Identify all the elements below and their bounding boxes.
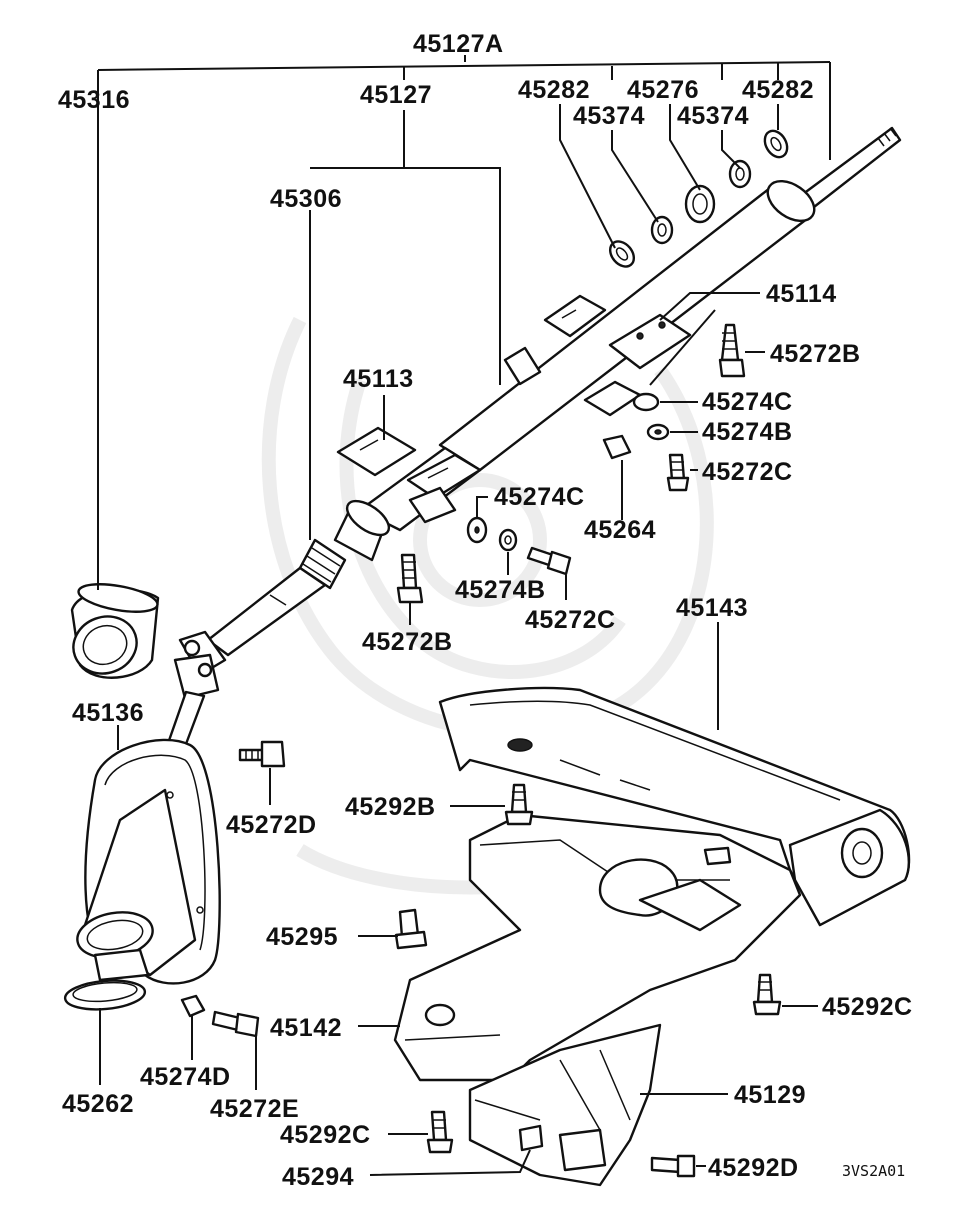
label-45374-right: 45374 xyxy=(677,102,749,130)
label-45272B-lower: 45272B xyxy=(362,628,453,656)
label-45127: 45127 xyxy=(360,81,432,109)
cover-45136 xyxy=(76,738,221,985)
cover-45142 xyxy=(393,813,802,1082)
label-45142: 45142 xyxy=(270,1014,342,1042)
label-45282-right: 45282 xyxy=(742,76,814,104)
panel-45129 xyxy=(468,1023,662,1187)
label-45129: 45129 xyxy=(734,1081,806,1109)
diagram-code: 3VS2A01 xyxy=(842,1162,905,1180)
label-45292B: 45292B xyxy=(345,793,436,821)
label-45274C-upper: 45274C xyxy=(702,388,793,416)
column-brackets xyxy=(336,294,692,524)
label-45294: 45294 xyxy=(282,1163,354,1191)
label-45274B-upper: 45274B xyxy=(702,418,793,446)
label-45274D: 45274D xyxy=(140,1063,231,1091)
fasteners-mid xyxy=(396,323,746,604)
label-45272C-lower: 45272C xyxy=(525,606,616,634)
label-45276: 45276 xyxy=(627,76,699,104)
part-labels: 45127A 45316 45127 45282 45276 45282 453… xyxy=(58,30,913,1191)
label-45282-left: 45282 xyxy=(518,76,590,104)
label-45274B-lower: 45274B xyxy=(455,576,546,604)
label-45114: 45114 xyxy=(766,280,837,308)
label-45113: 45113 xyxy=(343,365,414,393)
label-45292D: 45292D xyxy=(708,1154,799,1182)
label-45127A: 45127A xyxy=(413,30,504,58)
label-45264: 45264 xyxy=(584,516,656,544)
label-45306: 45306 xyxy=(270,185,342,213)
label-45374-left: 45374 xyxy=(573,102,645,130)
label-45272D: 45272D xyxy=(226,811,317,839)
leader-lines xyxy=(97,55,831,1176)
label-45272B-upper: 45272B xyxy=(770,340,861,368)
boot-45316 xyxy=(70,583,160,679)
label-45295: 45295 xyxy=(266,923,338,951)
upper-rings xyxy=(608,129,789,268)
label-45136: 45136 xyxy=(72,699,144,727)
clamp-45262 xyxy=(63,979,147,1011)
cover-45143 xyxy=(438,686,911,927)
steering-column xyxy=(163,126,902,762)
fasteners-lower xyxy=(394,783,782,1178)
label-45272C-upper: 45272C xyxy=(702,458,793,486)
label-45262: 45262 xyxy=(62,1090,134,1118)
label-45292C-lower: 45292C xyxy=(280,1121,371,1149)
label-45272E: 45272E xyxy=(210,1095,299,1123)
label-45143: 45143 xyxy=(676,594,748,622)
fasteners-lower-left xyxy=(180,740,286,1038)
label-45316: 45316 xyxy=(58,86,130,114)
label-45292C-right: 45292C xyxy=(822,993,913,1021)
label-45274C-lower: 45274C xyxy=(494,483,585,511)
